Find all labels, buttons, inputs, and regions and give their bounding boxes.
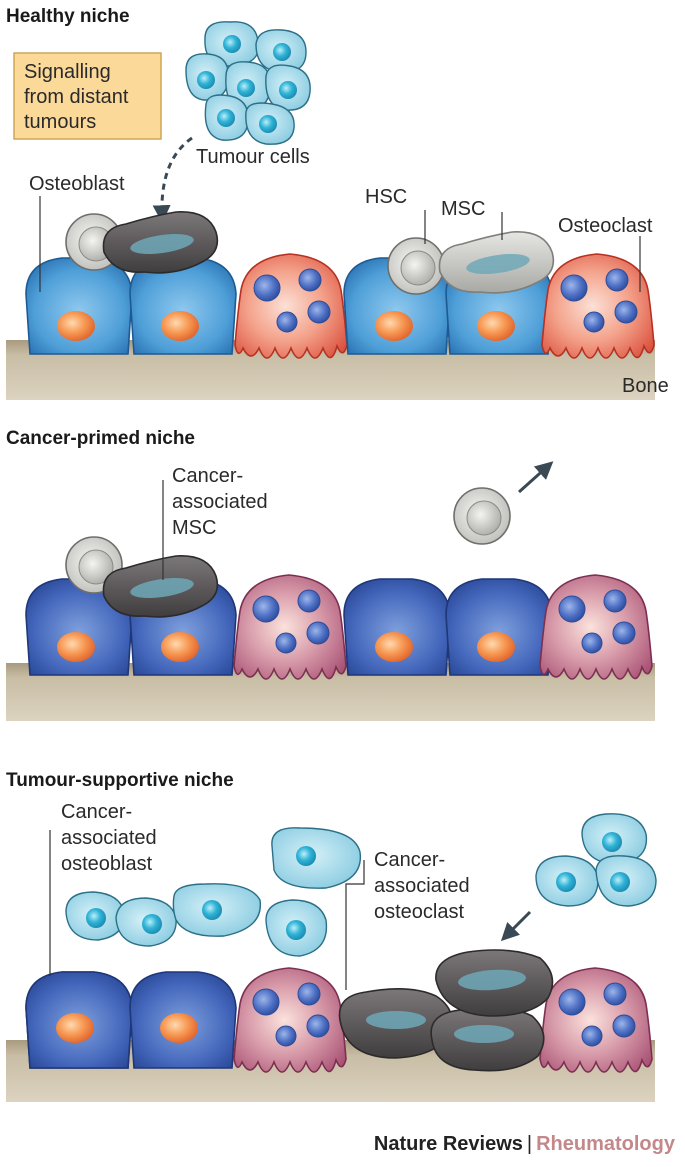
publisher-name: Nature Reviews (373, 1133, 523, 1155)
tumour-cells-label: Tumour cells (196, 146, 310, 168)
healthy-niche-panel: Healthy niche Signalling from distant tu… (6, 6, 669, 400)
tumour-supportive-title: Tumour-supportive niche (6, 770, 234, 791)
caoc-label-2: associated (374, 875, 470, 897)
osteoblast-label: Osteoblast (29, 173, 125, 195)
osteoclast-1 (234, 575, 346, 679)
tumour-supportive-niche-panel: Tumour-supportive niche (6, 770, 657, 1102)
camsc-label-2: associated (172, 491, 268, 513)
cancer-msc-pile (338, 949, 554, 1072)
caoc-leader (345, 860, 365, 990)
caoc-label-3: osteoclast (374, 901, 464, 923)
osteoclast-2 (542, 254, 654, 358)
credit-separator: | (526, 1133, 533, 1155)
dashed-arrow (152, 136, 193, 224)
camsc-label-3: MSC (172, 517, 216, 539)
osteoclast-2 (540, 968, 652, 1072)
hsc-cell (387, 237, 445, 295)
cancer-primed-niche-panel: Cancer-primed niche Cancer- associated M… (6, 428, 655, 721)
osteoblast-1 (25, 257, 133, 355)
osteoclast-label: Osteoclast (558, 215, 653, 237)
cancer-primed-title: Cancer-primed niche (6, 428, 195, 449)
caob-label-2: associated (61, 827, 157, 849)
caob-label-1: Cancer- (61, 801, 132, 823)
healthy-niche-title: Healthy niche (6, 6, 130, 27)
tumour-cell (271, 827, 362, 889)
caoc-label-1: Cancer- (374, 849, 445, 871)
signal-line-1: Signalling (24, 61, 111, 83)
tumour-cluster (185, 21, 311, 145)
msc-cell (439, 232, 553, 293)
signal-line-2: from distant (24, 86, 129, 108)
incoming-arrow (500, 910, 532, 942)
bone-label: Bone (622, 375, 669, 397)
caob-label-3: osteoblast (61, 853, 153, 875)
primed-msc-cell (103, 212, 217, 273)
journal-credit: Nature Reviews|Rheumatology (374, 1133, 675, 1156)
bone-niche-diagram: Healthy niche Signalling from distant tu… (6, 6, 669, 1102)
signalling-box: Signalling from distant tumours (13, 52, 162, 140)
signal-line-3: tumours (24, 111, 96, 133)
hsc-label: HSC (365, 186, 407, 208)
osteoclast-1 (235, 254, 347, 358)
camsc-label-1: Cancer- (172, 465, 243, 487)
journal-name: Rheumatology (536, 1133, 675, 1155)
exit-arrow (517, 461, 554, 494)
osteoblast-3 (343, 578, 451, 676)
msc-label: MSC (441, 198, 485, 220)
hsc-leaving (453, 487, 511, 545)
cancer-associated-osteoclast (234, 968, 346, 1072)
osteoclast-2 (540, 575, 652, 679)
osteoblast-4 (445, 578, 553, 676)
